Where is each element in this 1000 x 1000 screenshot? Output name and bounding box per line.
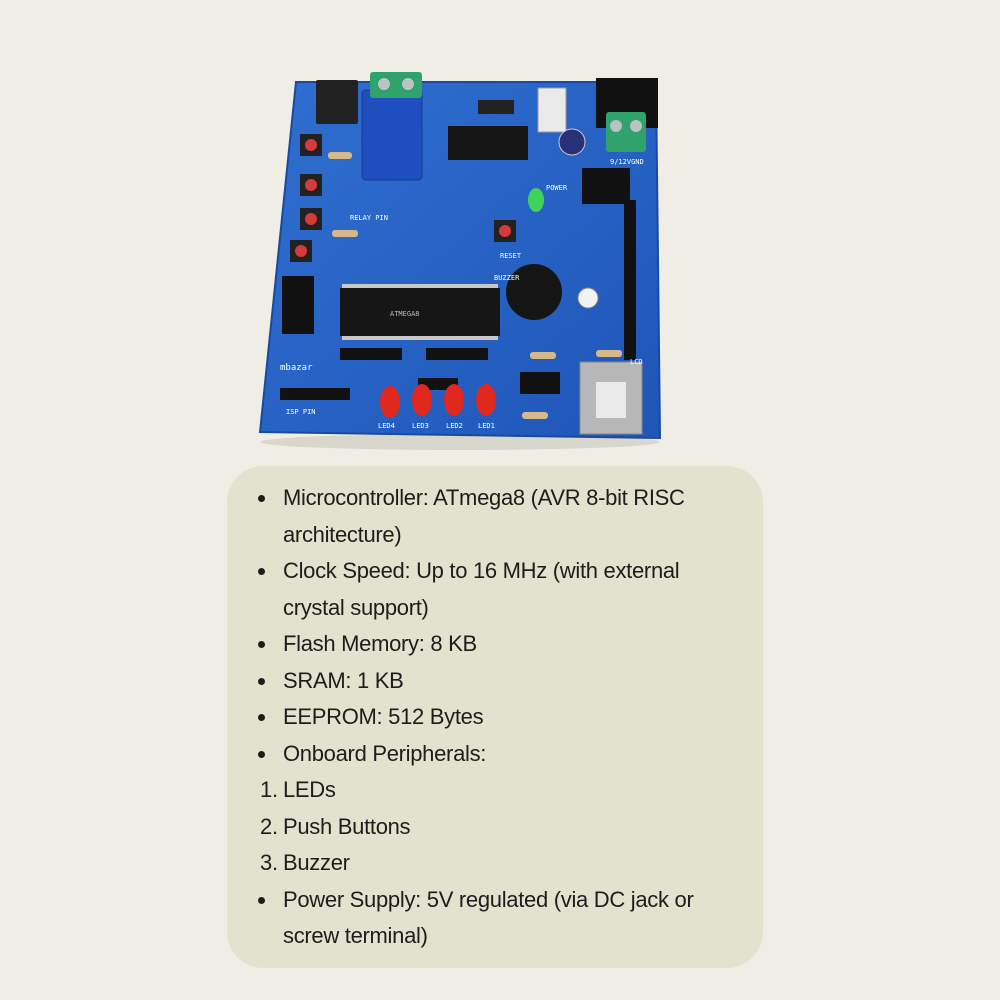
lcd-label: LCD — [630, 358, 643, 366]
spec-list: Microcontroller: ATmega8 (AVR 8-bit RISC… — [258, 480, 728, 955]
item-number: 1 — [260, 772, 278, 809]
power-label: POWER — [546, 184, 568, 192]
item-number: 2 — [260, 809, 278, 846]
relay-pin-label: RELAY PIN — [350, 214, 388, 222]
atmega8-chip — [340, 288, 500, 336]
item-text: Push Buttons — [283, 813, 411, 839]
item-text: SRAM: 1 KB — [283, 667, 404, 693]
buzzer-label: BUZZER — [494, 274, 520, 282]
bullet-item: EEPROM: 512 Bytes — [258, 699, 728, 736]
bullet-item: Power Supply: 5V regulated (via DC jack … — [258, 882, 728, 955]
reset-label: RESET — [500, 252, 522, 260]
led2-label: LED2 — [446, 422, 463, 430]
led3-label: LED3 — [412, 422, 429, 430]
led4-label: LED4 — [378, 422, 395, 430]
item-text: Flash Memory: 8 KB — [283, 631, 477, 656]
item-text: EEPROM: 512 Bytes — [283, 704, 484, 729]
chip-label: ATMEGA8 — [390, 310, 420, 318]
bullet-item: SRAM: 1 KB — [258, 663, 728, 700]
bullet-item: Flash Memory: 8 KB — [258, 626, 728, 663]
item-text: Clock Speed: Up to 16 MHz (with external… — [283, 558, 680, 620]
pcb-board-image: mbazar ISP PIN LED4 LED3 LED2 LED1 LCD P… — [258, 72, 662, 450]
product-photo: mbazar ISP PIN LED4 LED3 LED2 LED1 LCD P… — [250, 70, 670, 450]
item-text: Onboard Peripherals: — [283, 740, 487, 766]
relay — [361, 89, 423, 181]
bullet-item: Microcontroller: ATmega8 (AVR 8-bit RISC… — [258, 480, 728, 553]
supply-label: 9/12VGND — [610, 158, 644, 166]
led1-label: LED1 — [478, 422, 495, 430]
bullet-item: Onboard Peripherals: — [258, 736, 728, 773]
item-text: LEDs — [283, 777, 336, 802]
bullet-item: Clock Speed: Up to 16 MHz (with external… — [258, 553, 728, 626]
isp-pin-label: ISP PIN — [286, 408, 316, 416]
ic-chip-small — [448, 126, 528, 160]
item-text: Microcontroller: ATmega8 (AVR 8-bit RISC… — [283, 485, 685, 547]
brand-logo-text: mbazar — [280, 363, 313, 373]
spec-card — [227, 466, 763, 968]
numbered-item: 2Push Buttons — [258, 809, 728, 846]
item-text: Buzzer — [283, 850, 350, 875]
item-text: Power Supply: 5V regulated (via DC jack … — [283, 886, 694, 949]
item-number: 3 — [260, 845, 278, 882]
numbered-item: 3Buzzer — [258, 845, 728, 882]
numbered-item: 1LEDs — [258, 772, 728, 809]
buzzer — [506, 264, 562, 320]
